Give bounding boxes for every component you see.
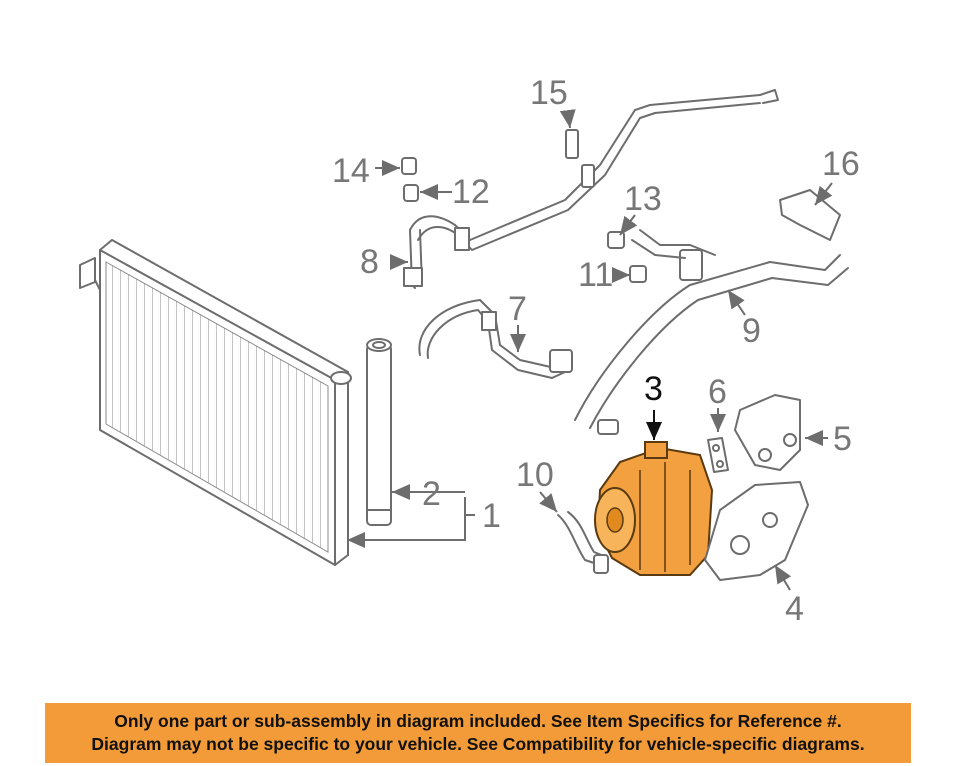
compressor-part — [594, 441, 714, 576]
mount-bracket-4-part — [704, 481, 809, 581]
ac-line-8-part — [403, 89, 779, 289]
callout-16: 16 — [822, 145, 860, 183]
parts-diagram: 1 2 3 4 5 6 7 8 9 10 11 12 13 14 15 16 — [79, 74, 860, 628]
disclaimer-line-2: Diagram may not be specific to your vehi… — [91, 734, 865, 754]
disclaimer-banner: Only one part or sub-assembly in diagram… — [45, 703, 911, 763]
disclaimer-line-1: Only one part or sub-assembly in diagram… — [114, 711, 842, 731]
callout-15: 15 — [530, 74, 568, 112]
ac-line-10-part — [557, 511, 609, 574]
callout-3: 3 — [644, 370, 663, 408]
callout-7: 7 — [508, 290, 527, 328]
callout-14: 14 — [332, 152, 370, 190]
callout-1: 1 — [482, 497, 501, 535]
receiver-drier-part — [366, 338, 392, 526]
condenser-part — [79, 239, 352, 566]
callout-4: 4 — [785, 590, 804, 628]
valve-13-part — [607, 231, 625, 249]
callout-6: 6 — [708, 373, 727, 411]
callout-12: 12 — [452, 173, 490, 211]
bracket-5-part — [734, 394, 801, 471]
cap-14-part — [401, 157, 417, 175]
callout-13: 13 — [624, 180, 662, 218]
gasket-6-part — [707, 437, 729, 473]
callout-11: 11 — [578, 256, 613, 294]
callout-8: 8 — [360, 243, 379, 281]
bracket-16-part — [779, 189, 841, 241]
callout-10: 10 — [516, 456, 554, 494]
valve-11-part — [629, 265, 647, 283]
ac-hose-9-part — [574, 229, 849, 435]
callout-9: 9 — [742, 312, 761, 350]
service-valve-15-part — [565, 129, 595, 188]
ac-line-7-part — [418, 299, 573, 379]
cap-12-part — [403, 184, 419, 202]
leader-lines — [347, 109, 833, 591]
callout-2: 2 — [422, 475, 441, 513]
callout-5: 5 — [833, 420, 852, 458]
